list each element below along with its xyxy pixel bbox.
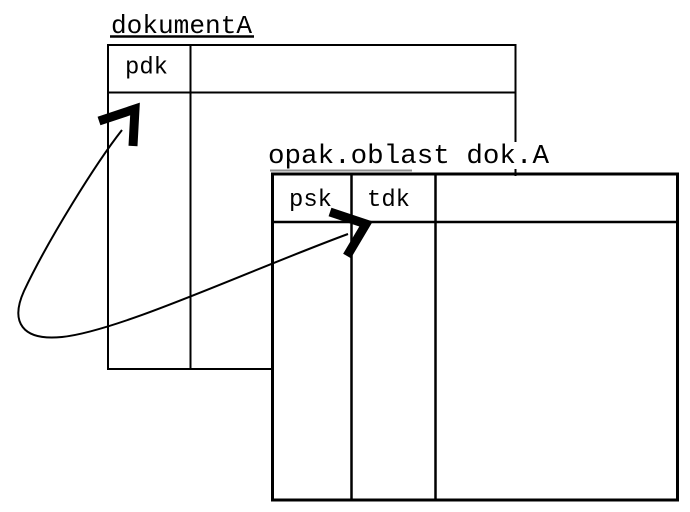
table-a-header-cell-pdk: pdk [125, 55, 168, 82]
table-b-outline [271, 172, 679, 502]
table-b-header-cell-tdk: tdk [367, 187, 410, 214]
connector [17, 102, 373, 339]
table-b-title: opak.oblast dok.A [268, 142, 550, 172]
document-table-a: dokumentA pdk [107, 11, 517, 370]
arrowhead-up-right-to-pdk-icon [97, 102, 140, 147]
area-table-b: opak.oblast dok.A psk tdk [268, 142, 679, 502]
connector-curve [17, 129, 349, 339]
table-b-header-cell-psk: psk [289, 187, 332, 214]
arrowhead-up-right-to-tdk-icon [328, 207, 373, 259]
